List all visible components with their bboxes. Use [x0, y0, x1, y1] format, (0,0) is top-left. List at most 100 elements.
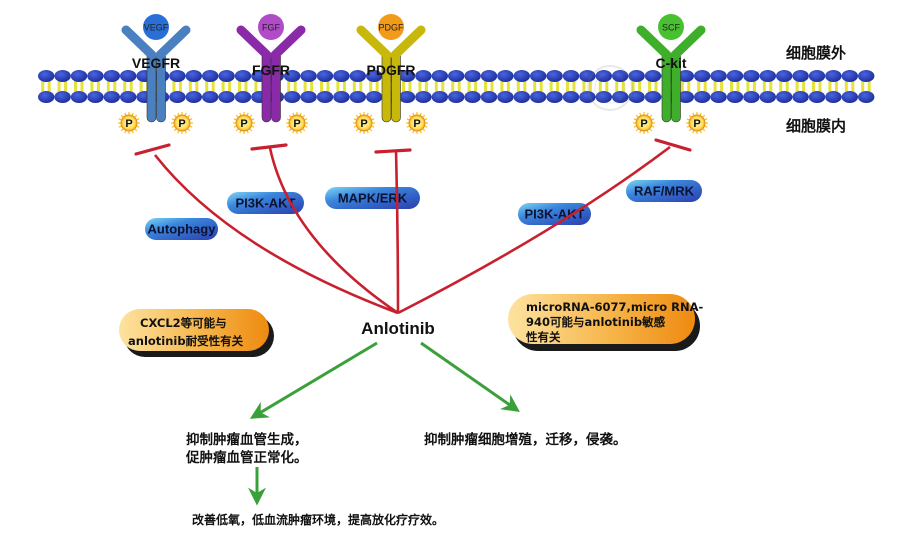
lipid-tail [238, 79, 241, 93]
lipid-head [333, 70, 350, 82]
lipid-tail [687, 79, 691, 93]
ligand-fgf [258, 14, 284, 40]
lipid-head [87, 91, 104, 103]
lipid-tail [418, 79, 422, 93]
lipid-head [448, 70, 465, 82]
lipid-head [38, 91, 55, 103]
receptor-label: VEGFR [132, 55, 180, 71]
lipid-head [546, 91, 563, 103]
lipid-head [808, 70, 826, 82]
pathway-pill-pi3k-akt-1: PI3K-AKT [227, 192, 304, 214]
lipid-tail [582, 79, 586, 93]
lipid-tail [113, 79, 117, 93]
pill-background [626, 180, 702, 202]
lipid-tail [441, 79, 445, 93]
phosphate-ray [171, 118, 175, 121]
lipid-head [743, 91, 760, 103]
lipid-head [579, 91, 596, 103]
lipid-head [349, 91, 366, 103]
lipid-head [415, 70, 432, 82]
lipid-tail [802, 79, 806, 93]
phosphate-ray [184, 130, 187, 134]
lipid-tail [342, 79, 346, 93]
lipid-tail [129, 79, 133, 93]
lipid-tail [254, 79, 258, 93]
lipid-head [825, 70, 842, 82]
lipid-tail [779, 79, 783, 93]
lipid-head [628, 70, 645, 82]
pill-label: PI3K-AKT [525, 207, 585, 222]
outcome-microenvironment: 改善低氧，低血流肿瘤环境，提高放化疗疗效。 [192, 512, 444, 527]
outcome-proliferation: 抑制肿瘤细胞增殖，迁移，侵袭。 [424, 431, 627, 448]
pathway-pill-mapk-erk: MAPK/ERK [325, 187, 420, 209]
note-cxcl2-line-2: anlotinib耐受性有关 [128, 334, 244, 348]
lipid-tail [64, 79, 68, 93]
phosphate-ray [646, 130, 649, 134]
lipid-tail [703, 79, 707, 93]
ligand-scf [658, 14, 684, 40]
watermark [587, 65, 633, 111]
inhibit-bar-pdgfr [374, 148, 412, 154]
outcome-angiogenesis-line-2: 促肿瘤血管正常化。 [185, 449, 308, 466]
drug-label-anlotinib: Anlotinib [361, 319, 435, 338]
lipid-head [759, 70, 776, 82]
lipid-tail [310, 79, 314, 93]
receptor-arm [270, 25, 306, 60]
lipid-tail [566, 79, 569, 93]
phosphate-ray [639, 130, 642, 134]
pill-background [518, 203, 591, 225]
phosphate-circle [173, 114, 191, 132]
lipid-tail [785, 79, 789, 93]
lipid-tail [556, 79, 560, 93]
lipid-tail [474, 79, 478, 93]
note-microrna-line-1: microRNA-6077,micro RNA- [526, 300, 704, 314]
lipid-head [120, 70, 137, 82]
lipid-head [612, 91, 629, 103]
lipid-tail [402, 79, 405, 93]
lipid-head [513, 91, 530, 103]
lipid-head [448, 91, 465, 103]
lipid-tail [123, 79, 127, 93]
lipid-head [595, 70, 612, 82]
lipid-head [513, 70, 530, 82]
lipid-tail [621, 79, 625, 93]
lipid-tail [648, 79, 651, 93]
phosphate-circle [408, 114, 426, 132]
lipid-head [349, 70, 366, 82]
lipid-tail [490, 79, 494, 93]
lipid-tail [680, 79, 684, 93]
phosphate-ray [688, 114, 692, 118]
lipid-head [316, 70, 334, 82]
note-cxcl2: CXCL2等可能与 anlotinib耐受性有关 [119, 309, 274, 357]
pathway-pill-raf-mrk: RAF/MRK [626, 180, 702, 202]
phosphate-label: P [125, 118, 132, 130]
lipid-tail [506, 79, 510, 93]
lipid-tail [752, 79, 756, 93]
lipid-head [70, 91, 88, 103]
lipid-head [480, 91, 498, 103]
lipid-head [530, 70, 547, 82]
phosphate-icon: P [233, 112, 255, 134]
lipid-tail [762, 79, 766, 93]
lipid-head [677, 91, 694, 103]
lipid-tail [851, 79, 855, 93]
lipid-head [415, 91, 432, 103]
lipid-tail [736, 79, 740, 93]
lipid-tail [57, 79, 61, 93]
phosphate-ray [702, 128, 706, 132]
lipid-tail [484, 79, 487, 93]
phosphate-ray [124, 130, 127, 134]
lipid-head [234, 70, 252, 82]
lipid-head [366, 91, 383, 103]
lipid-head [858, 70, 875, 82]
phosphate-circle [355, 114, 373, 132]
lipid-tail [500, 79, 504, 93]
phosphate-ray [131, 130, 134, 134]
lipid-head [694, 70, 711, 82]
lipid-tail [588, 79, 592, 93]
phosphate-ray [635, 114, 639, 118]
inhibition-lines [134, 138, 692, 315]
receptor-label: C-kit [655, 55, 686, 71]
lipid-tail [523, 79, 527, 93]
